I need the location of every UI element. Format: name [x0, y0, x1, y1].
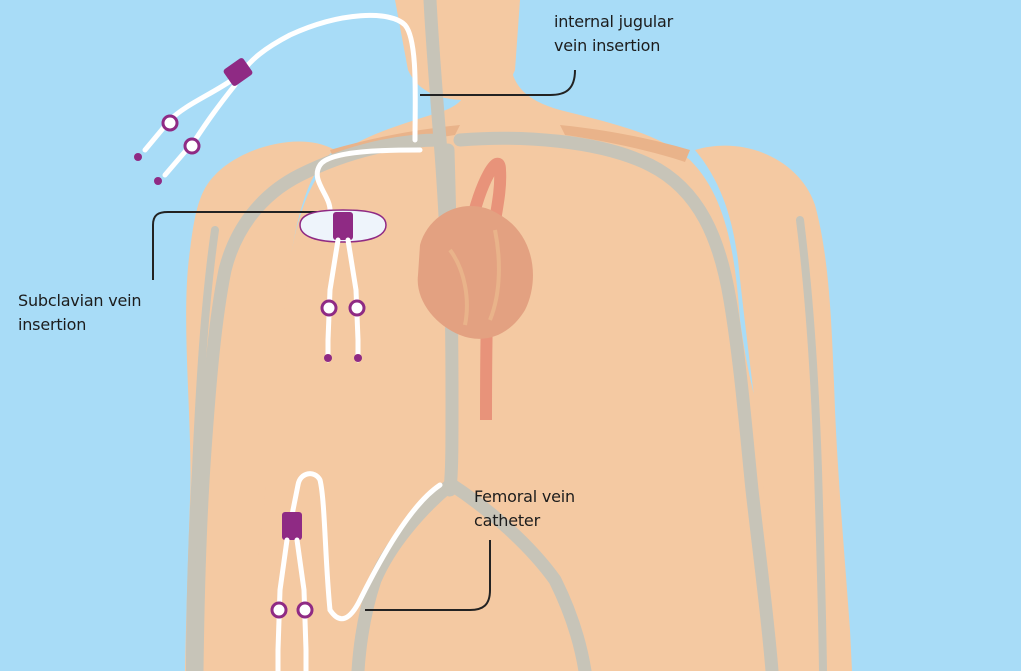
fem-clamp-2 [298, 603, 312, 617]
sc-catheter-hub [333, 212, 353, 240]
fem-catheter-hub [282, 512, 302, 540]
ij-clamp-2 [185, 139, 199, 153]
sc-clamp-2 [350, 301, 364, 315]
sc-clamp-1 [322, 301, 336, 315]
femoral-label: Femoral vein catheter [474, 485, 575, 533]
internal-jugular-label-line2: vein insertion [554, 36, 660, 55]
subclavian-label: Subclavian vein insertion [18, 289, 141, 337]
femoral-label-line2: catheter [474, 511, 540, 530]
femoral-label-line1: Femoral vein [474, 487, 575, 506]
sc-cap-1 [324, 354, 332, 362]
fem-clamp-1 [272, 603, 286, 617]
subclavian-label-line2: insertion [18, 315, 86, 334]
ij-cap-2 [154, 177, 162, 185]
internal-jugular-label-line1: internal jugular [554, 12, 673, 31]
sc-cap-2 [354, 354, 362, 362]
subclavian-label-line1: Subclavian vein [18, 291, 141, 310]
ij-cap-1 [134, 153, 142, 161]
internal-jugular-label: internal jugular vein insertion [554, 10, 673, 58]
ij-clamp-1 [163, 116, 177, 130]
